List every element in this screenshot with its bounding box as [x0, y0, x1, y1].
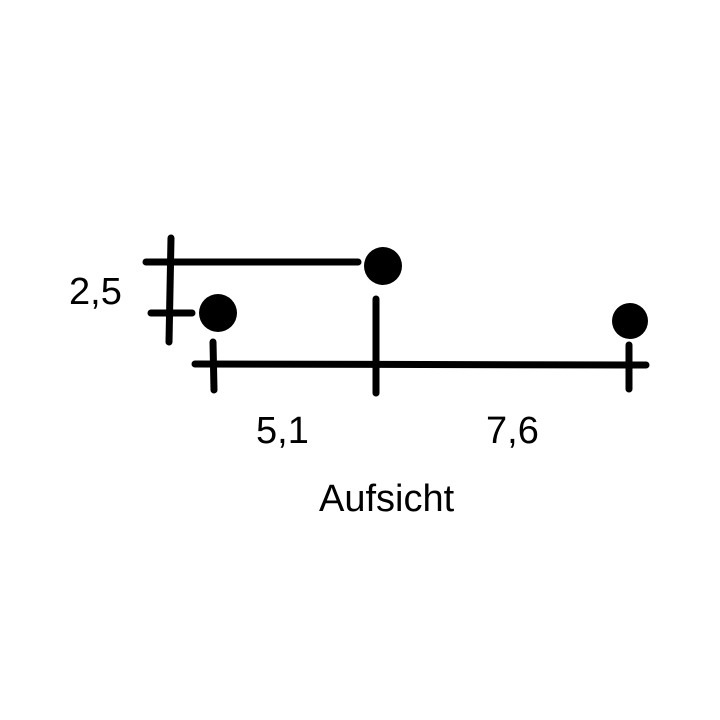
horizontal-dimension-left-tick	[209, 338, 218, 394]
vertical-dimension-line	[165, 234, 175, 346]
vertical-dimension-label: 2,5	[69, 271, 122, 313]
diagram-caption: Aufsicht	[319, 478, 455, 520]
point-right	[612, 303, 648, 339]
point-left	[199, 294, 237, 332]
point-middle	[364, 247, 402, 285]
horizontal-left-dimension-label: 5,1	[256, 410, 309, 452]
horizontal-dimension-line	[191, 360, 650, 369]
horizontal-right-dimension-label: 7,6	[486, 410, 539, 452]
